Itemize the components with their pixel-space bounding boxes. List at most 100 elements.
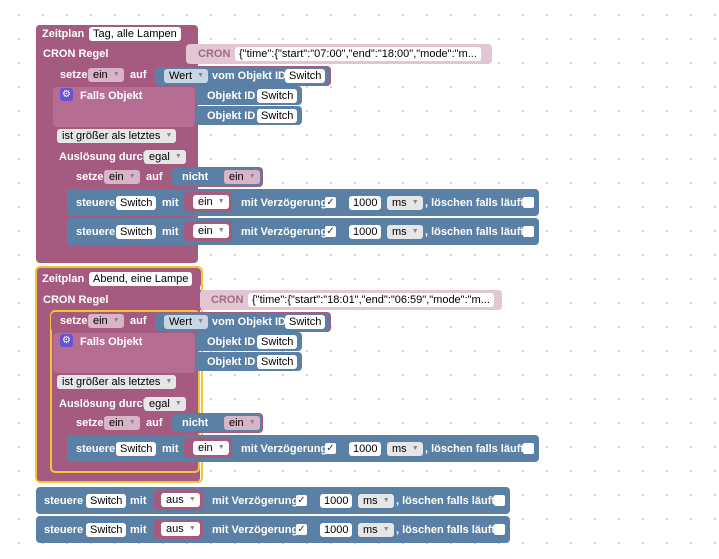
if-object-block[interactable] <box>53 87 195 127</box>
object-id-field-s2-2[interactable]: Switch <box>257 355 298 369</box>
schedule-name-field-2[interactable]: Abend, eine Lampe <box>89 272 193 286</box>
object-id-label-s2-1: Objekt ID <box>207 336 256 348</box>
with-label-b2: mit <box>130 524 147 536</box>
with-label-1: mit <box>162 197 179 209</box>
control-value-dropdown-b1[interactable]: aus▼ <box>161 493 200 507</box>
cron-rule-row <box>36 44 192 64</box>
object-id-label-1: Objekt ID <box>207 90 256 102</box>
nested-variable-dropdown[interactable]: ein▼ <box>104 170 140 184</box>
value-mode-dropdown[interactable]: Wert▼ <box>164 69 209 83</box>
to-label-2: auf <box>130 315 147 327</box>
object-id-field[interactable]: Switch <box>285 69 326 83</box>
object-id-field-s2-1[interactable]: Switch <box>257 335 298 349</box>
control-object-field-1[interactable]: Switch <box>116 196 157 210</box>
cron-keyword: CRON <box>198 48 231 60</box>
not-variable-dropdown-2[interactable]: ein▼ <box>224 416 260 430</box>
unit-dropdown-2[interactable]: ms▼ <box>387 225 423 239</box>
clear-checkbox-b1[interactable] <box>494 495 505 506</box>
control-value-dropdown-b2[interactable]: aus▼ <box>161 522 200 536</box>
clear-checkbox-2[interactable] <box>523 226 534 237</box>
clear-label-b1: , löschen falls läuft <box>396 495 496 507</box>
control-object-field-b2[interactable]: Switch <box>86 523 127 537</box>
with-label-s2-1: mit <box>162 443 179 455</box>
control-label-2: steuere <box>76 226 116 238</box>
nested-set-label: setze <box>76 171 104 183</box>
control-value-dropdown-s2-1[interactable]: ein▼ <box>193 441 229 455</box>
control-object-field-s2-1[interactable]: Switch <box>116 442 157 456</box>
control-value-dropdown-2[interactable]: ein▼ <box>193 224 229 238</box>
delay-field-2[interactable]: 1000 <box>349 225 382 239</box>
delay-label-2: mit Verzögerung <box>241 226 328 238</box>
cron-value-field[interactable]: {"time":{"start":"07:00","end":"18:00","… <box>235 47 481 61</box>
object-id-label-s2-2: Objekt ID <box>207 356 256 368</box>
trigger-label-2: Auslösung durch <box>59 398 150 410</box>
with-label-2: mit <box>162 226 179 238</box>
control-label-b2: steuere <box>44 524 84 536</box>
variable-dropdown-2[interactable]: ein▼ <box>88 314 124 328</box>
from-object-id-label-2: vom Objekt ID <box>212 316 286 328</box>
nested-set-label-2: setze <box>76 417 104 429</box>
delay-field-b1[interactable]: 1000 <box>320 494 353 508</box>
trigger-dropdown-2[interactable]: egal▼ <box>144 397 186 411</box>
clear-label-1: , löschen falls läuft <box>425 197 525 209</box>
control-object-field-b1[interactable]: Switch <box>86 494 127 508</box>
delay-label-1: mit Verzögerung <box>241 197 328 209</box>
schedule-label-2: Zeitplan <box>42 273 85 285</box>
schedule-name-field[interactable]: Tag, alle Lampen <box>89 27 181 41</box>
comparison-dropdown[interactable]: ist größer als letztes▼ <box>57 129 177 143</box>
with-label-b1: mit <box>130 495 147 507</box>
clear-checkbox-s2-1[interactable] <box>523 443 534 454</box>
if-object-block-2[interactable] <box>53 333 195 373</box>
delay-checkbox-b2[interactable]: ✓ <box>296 524 307 535</box>
if-object-label-2: Falls Objekt <box>80 336 143 348</box>
nested-to-label: auf <box>146 171 163 183</box>
clear-label-s2-1: , löschen falls läuft <box>425 443 525 455</box>
not-label: nicht <box>182 171 209 183</box>
clear-label-2: , löschen falls läuft <box>425 226 525 238</box>
cron-rule-row-2 <box>36 290 212 310</box>
gear-icon[interactable]: ⚙ <box>60 88 73 101</box>
delay-checkbox-s2-1[interactable]: ✓ <box>325 443 336 454</box>
set-label-2: setze <box>60 315 88 327</box>
schedule-label: Zeitplan <box>42 28 85 40</box>
if-object-label: Falls Objekt <box>80 90 143 102</box>
control-object-field-2[interactable]: Switch <box>116 225 157 239</box>
nested-variable-dropdown-2[interactable]: ein▼ <box>104 416 140 430</box>
delay-checkbox-2[interactable]: ✓ <box>325 226 336 237</box>
unit-dropdown-b2[interactable]: ms▼ <box>358 523 394 537</box>
object-id-field-s2[interactable]: Switch <box>285 315 326 329</box>
control-label-b1: steuere <box>44 495 84 507</box>
delay-checkbox-1[interactable]: ✓ <box>325 197 336 208</box>
object-id-field-2[interactable]: Switch <box>257 109 298 123</box>
delay-field-s2-1[interactable]: 1000 <box>349 442 382 456</box>
delay-label-b2: mit Verzögerung <box>212 524 299 536</box>
comparison-dropdown-2[interactable]: ist größer als letztes▼ <box>57 375 177 389</box>
delay-label-s2-1: mit Verzögerung <box>241 443 328 455</box>
delay-checkbox-b1[interactable]: ✓ <box>296 495 307 506</box>
trigger-dropdown[interactable]: egal▼ <box>144 150 186 164</box>
unit-dropdown-1[interactable]: ms▼ <box>387 196 423 210</box>
not-label-2: nicht <box>182 417 209 429</box>
cron-value-field-2[interactable]: {"time":{"start":"18:01","end":"06:59","… <box>248 293 494 307</box>
object-id-label-2: Objekt ID <box>207 110 256 122</box>
value-mode-dropdown-2[interactable]: Wert▼ <box>164 315 209 329</box>
clear-checkbox-b2[interactable] <box>494 524 505 535</box>
unit-dropdown-s2-1[interactable]: ms▼ <box>387 442 423 456</box>
control-label-1: steuere <box>76 197 116 209</box>
object-id-field-1[interactable]: Switch <box>257 89 298 103</box>
variable-dropdown[interactable]: ein▼ <box>88 68 124 82</box>
delay-field-b2[interactable]: 1000 <box>320 523 353 537</box>
unit-dropdown-b1[interactable]: ms▼ <box>358 494 394 508</box>
control-value-dropdown-1[interactable]: ein▼ <box>193 195 229 209</box>
to-label: auf <box>130 69 147 81</box>
nested-to-label-2: auf <box>146 417 163 429</box>
trigger-label: Auslösung durch <box>59 151 150 163</box>
clear-label-b2: , löschen falls läuft <box>396 524 496 536</box>
not-variable-dropdown[interactable]: ein▼ <box>224 170 260 184</box>
cron-rule-label-2: CRON Regel <box>43 294 109 306</box>
set-label: setze <box>60 69 88 81</box>
gear-icon[interactable]: ⚙ <box>60 334 73 347</box>
clear-checkbox-1[interactable] <box>523 197 534 208</box>
delay-field-1[interactable]: 1000 <box>349 196 382 210</box>
cron-rule-label: CRON Regel <box>43 48 109 60</box>
